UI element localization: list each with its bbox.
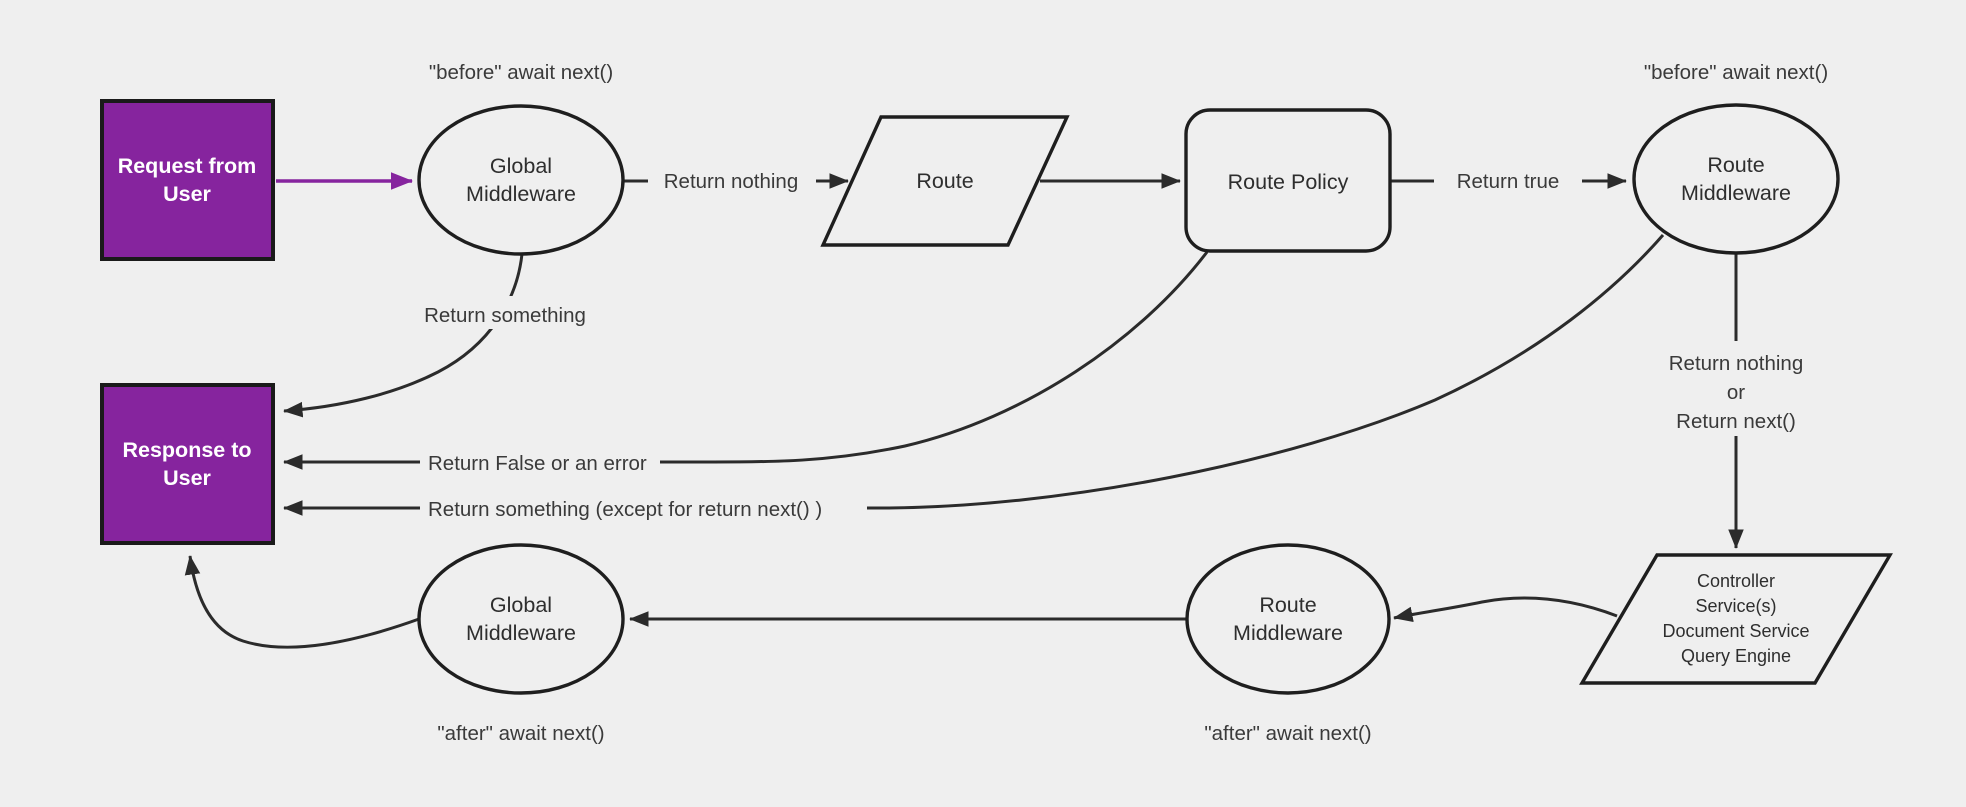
return-something-except-label: Return something (except for return next… [428, 498, 822, 521]
route-middleware-after-label-line2: Middleware [1233, 621, 1343, 645]
route-middleware-after-node [1185, 543, 1391, 695]
return-something-except-label-mask [420, 492, 867, 523]
global-middleware-before-node [417, 104, 625, 256]
route-middleware-after-label-line1: Route [1259, 593, 1316, 617]
return-nothing-label: Return nothing [664, 170, 798, 193]
response-to-user-label-line1: Response to [122, 438, 251, 462]
return-something-label-mask [398, 296, 614, 329]
return-false-label-mask [420, 446, 660, 477]
route-middleware-before-label-line2: Middleware [1681, 181, 1791, 205]
route-label: Route [916, 169, 973, 193]
return-nothing-label-mask [648, 165, 816, 196]
request-from-user-label-line1: Request from [118, 154, 257, 178]
return-nothing-or-next-label-line1: Return nothing [1669, 352, 1803, 375]
edge-route-middleware-return-something-to-response [283, 234, 1665, 516]
response-to-user-label-line2: User [163, 466, 211, 490]
controller-label-line1: Controller [1697, 571, 1775, 591]
return-true-label: Return true [1457, 170, 1560, 193]
return-nothing-or-next-label-line2: or [1727, 381, 1745, 404]
request-from-user-node [100, 99, 275, 261]
route-node [820, 115, 1070, 247]
controller-label-line4: Query Engine [1681, 646, 1791, 666]
global-middleware-before-label-line2: Middleware [466, 182, 576, 206]
before-await-next-left-label: "before" await next() [429, 61, 613, 84]
route-policy-label: Route Policy [1228, 170, 1349, 194]
return-something-label: Return something [424, 304, 586, 327]
request-from-user-label-line2: User [163, 182, 211, 206]
route-middleware-before-node [1632, 103, 1840, 255]
return-true-label-mask [1434, 165, 1582, 196]
controller-services-node [1579, 553, 1893, 685]
return-nothing-or-next-label-line3: Return next() [1676, 410, 1796, 433]
edge-global-middleware-return-something-to-response [283, 253, 524, 418]
route-policy-node [1184, 108, 1392, 253]
controller-label-line2: Service(s) [1695, 596, 1776, 616]
global-middleware-before-label-line1: Global [490, 154, 552, 178]
return-false-or-error-label: Return False or an error [428, 452, 647, 475]
global-middleware-after-label-line1: Global [490, 593, 552, 617]
edge-controller-to-route-middleware-after [1393, 596, 1618, 623]
edge-global-middleware-after-to-response [184, 555, 420, 649]
global-middleware-after-node [417, 543, 625, 695]
controller-label-line3: Document Service [1662, 621, 1809, 641]
route-middleware-before-label-line1: Route [1707, 153, 1764, 177]
response-to-user-node [100, 383, 275, 545]
global-middleware-after-label-line2: Middleware [466, 621, 576, 645]
after-await-next-right-label: "after" await next() [1204, 722, 1371, 745]
after-await-next-left-label: "after" await next() [437, 722, 604, 745]
before-await-next-right-label: "before" await next() [1644, 61, 1828, 84]
edge-route-policy-return-false-to-response [283, 251, 1209, 470]
